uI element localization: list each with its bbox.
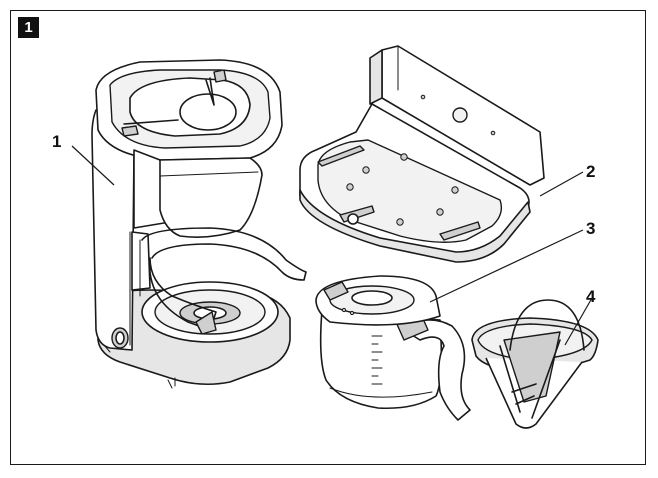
callout-label-1: 1 [52, 132, 61, 151]
filter-holder-illustration [471, 299, 599, 429]
figure-frame [10, 10, 646, 465]
coffee-maker-illustration [91, 59, 307, 389]
callout-label-3: 3 [586, 219, 595, 238]
figure-number-badge: 1 [18, 17, 39, 38]
callout-leader-2 [539, 171, 584, 197]
callout-leader-3 [429, 229, 584, 303]
wall-bracket-illustration [299, 45, 545, 263]
callout-label-2: 2 [586, 162, 595, 181]
callout-leader-1 [71, 145, 115, 186]
callout-label-4: 4 [586, 287, 596, 306]
glass-jug-illustration [315, 275, 471, 421]
callout-leader-4 [564, 297, 593, 346]
